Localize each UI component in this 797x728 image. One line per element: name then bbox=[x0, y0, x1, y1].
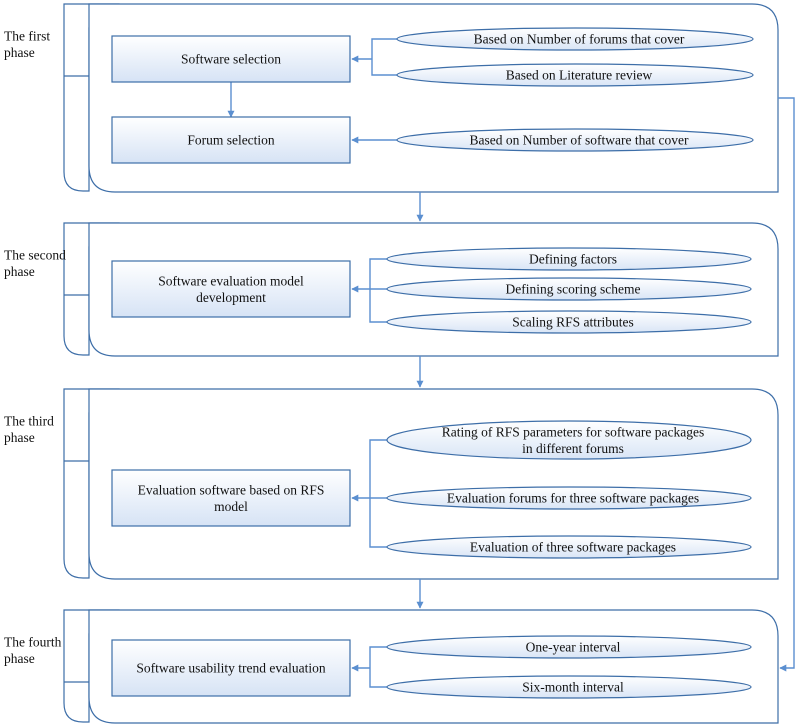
criterion-ellipse bbox=[396, 128, 754, 152]
criterion-ellipse bbox=[386, 535, 752, 559]
process-step-box bbox=[111, 35, 351, 83]
first-to-fourth-phase-arrow bbox=[778, 97, 795, 672]
criteria-bracket bbox=[371, 38, 397, 76]
criterion-label: Evaluation of three software packages bbox=[470, 540, 676, 555]
criterion-ellipse bbox=[386, 486, 752, 510]
criterion-ellipse bbox=[386, 247, 752, 271]
criterion-ellipse bbox=[386, 635, 752, 659]
criterion-label: Defining factors bbox=[529, 252, 617, 267]
process-step-label: Forum selection bbox=[187, 133, 275, 148]
criterion-label: One-year interval bbox=[526, 640, 621, 655]
criterion-ellipse bbox=[386, 420, 752, 460]
criterion-label: Based on Number of forums that cover bbox=[474, 32, 685, 47]
criterion-ellipse bbox=[396, 27, 754, 51]
criterion-label: Scaling RFS attributes bbox=[512, 315, 634, 330]
criterion-label: Based on Literature review bbox=[506, 68, 653, 83]
criteria-bracket bbox=[369, 646, 387, 688]
criteria-bracket bbox=[369, 258, 387, 323]
criterion-label: Six-month interval bbox=[522, 680, 624, 695]
criterion-ellipse bbox=[386, 675, 752, 699]
process-step-box bbox=[111, 260, 351, 318]
process-step-box bbox=[111, 116, 351, 164]
criterion-label: Defining scoring scheme bbox=[506, 282, 641, 297]
criteria-bracket bbox=[369, 439, 387, 548]
criterion-ellipse bbox=[386, 310, 752, 334]
process-step-box bbox=[111, 469, 351, 527]
criterion-label: Based on Number of software that cover bbox=[470, 133, 689, 148]
criterion-ellipse bbox=[396, 63, 754, 87]
criterion-ellipse bbox=[386, 277, 752, 301]
process-step-box bbox=[111, 639, 351, 697]
process-step-label: Software usability trend evaluation bbox=[136, 661, 326, 676]
criterion-label: Rating of RFS parameters for software pa… bbox=[442, 424, 704, 456]
criterion-label: Evaluation forums for three software pac… bbox=[447, 491, 699, 506]
process-step-label: Software selection bbox=[181, 52, 281, 67]
